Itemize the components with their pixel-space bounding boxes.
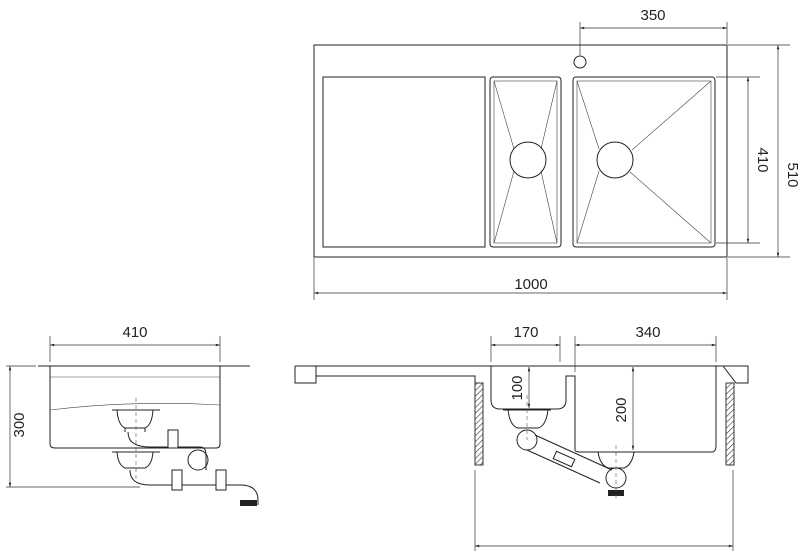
dim-350: 350 (640, 7, 665, 24)
dim-410-top: 410 (754, 147, 771, 172)
cabinet-wall-right (725, 382, 735, 466)
countertop-edge (294, 365, 749, 384)
sink-outline (313, 44, 728, 258)
dim-170: 170 (513, 324, 538, 341)
small-bowl (489, 76, 562, 248)
bowls-profile (490, 366, 717, 453)
dim-510: 510 (784, 162, 800, 187)
dim-410-side: 410 (122, 324, 147, 341)
drainer-area (322, 76, 486, 248)
large-bowl-drain (596, 141, 634, 179)
small-bowl-drain (509, 141, 547, 179)
tap-hole (573, 55, 587, 69)
side-view: 410 300 (6, 324, 259, 506)
dim-200: 200 (613, 397, 630, 422)
large-bowl (572, 76, 716, 248)
cabinet-wall-left (474, 382, 484, 466)
dim-340: 340 (635, 324, 660, 341)
dim-1000: 1000 (514, 276, 547, 293)
dim-100: 100 (509, 375, 526, 400)
bowl-profile (49, 366, 221, 449)
waste-trap (112, 398, 259, 506)
dim-300: 300 (11, 412, 28, 437)
front-view: 170 340 100 200 (294, 324, 749, 551)
waste-trap-front (503, 395, 640, 500)
top-view: 350 410 510 1000 (313, 7, 800, 300)
